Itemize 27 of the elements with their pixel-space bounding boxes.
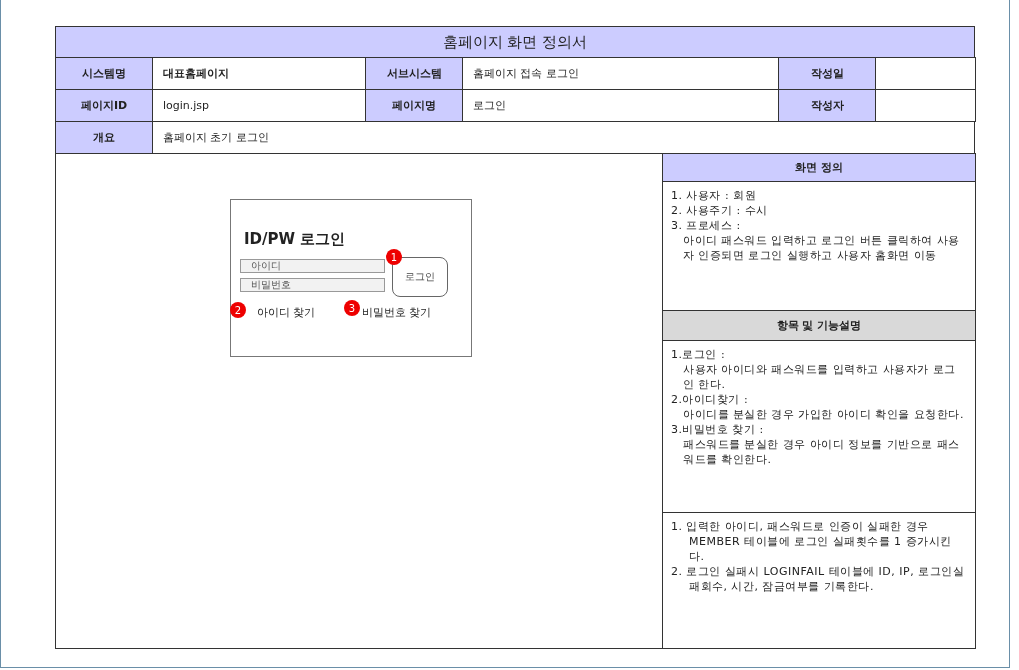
table-header-cell: 페이지명: [365, 89, 463, 122]
list-item: 1. 사용자 : 회원: [671, 188, 758, 203]
description-text: 아이디 패스워드 입력하고 로그인 버튼 클릭하여 사용자 인증되면 로그인 실행하고 사용자 홈화면 이동: [682, 233, 961, 263]
input-field: 아이디: [240, 259, 385, 273]
note-text: 2. 로그인 실패시 LOGINFAIL 테이블에 ID, IP, 로그인실패회수, 시간, 잠금여부를 기록한다.: [671, 564, 966, 594]
table-header-cell: 페이지ID: [55, 89, 153, 122]
list-item: 2.아이디찾기 :: [671, 392, 750, 407]
table-header-cell: 작성자: [778, 89, 876, 122]
list-item: 2. 사용주기 : 수시: [671, 203, 769, 218]
description-text: 아이디를 분실한 경우 가입한 아이디 확인을 요청한다.: [682, 407, 965, 422]
list-item: 3.비밀번호 찾기 :: [671, 422, 765, 437]
table-header-cell: 화면 정의: [662, 153, 976, 182]
note-text: 1. 입력한 아이디, 패스워드로 인증이 실패한 경우 MEMBER 테이블에 로그인 실패횟수를 1 증가시킨다.: [671, 519, 953, 564]
description-text: 사용자 아이디와 패스워드를 입력하고 사용자가 로그인 한다.: [682, 362, 957, 392]
table-header-cell: 개요: [55, 121, 153, 154]
description-text: 패스워드를 분실한 경우 아이디 정보를 기반으로 패스워드를 확인한다.: [682, 437, 961, 467]
link-text: 아이디 찾기: [257, 305, 316, 320]
table-header-cell: 항목 및 기능설명: [662, 310, 976, 341]
table-header-cell: 작성일: [778, 57, 876, 90]
link-text: 비밀번호 찾기: [362, 305, 432, 320]
list-item: 3. 프로세스 :: [671, 218, 742, 233]
title-cell: 홈페이지 화면 정의서: [55, 26, 975, 58]
wireframe-title: ID/PW 로그인: [244, 230, 346, 249]
input-field: 비밀번호: [240, 278, 385, 292]
table-header-cell: 서브시스템: [365, 57, 463, 90]
list-item: 1.로그인 :: [671, 347, 727, 362]
table-header-cell: 시스템명: [55, 57, 153, 90]
